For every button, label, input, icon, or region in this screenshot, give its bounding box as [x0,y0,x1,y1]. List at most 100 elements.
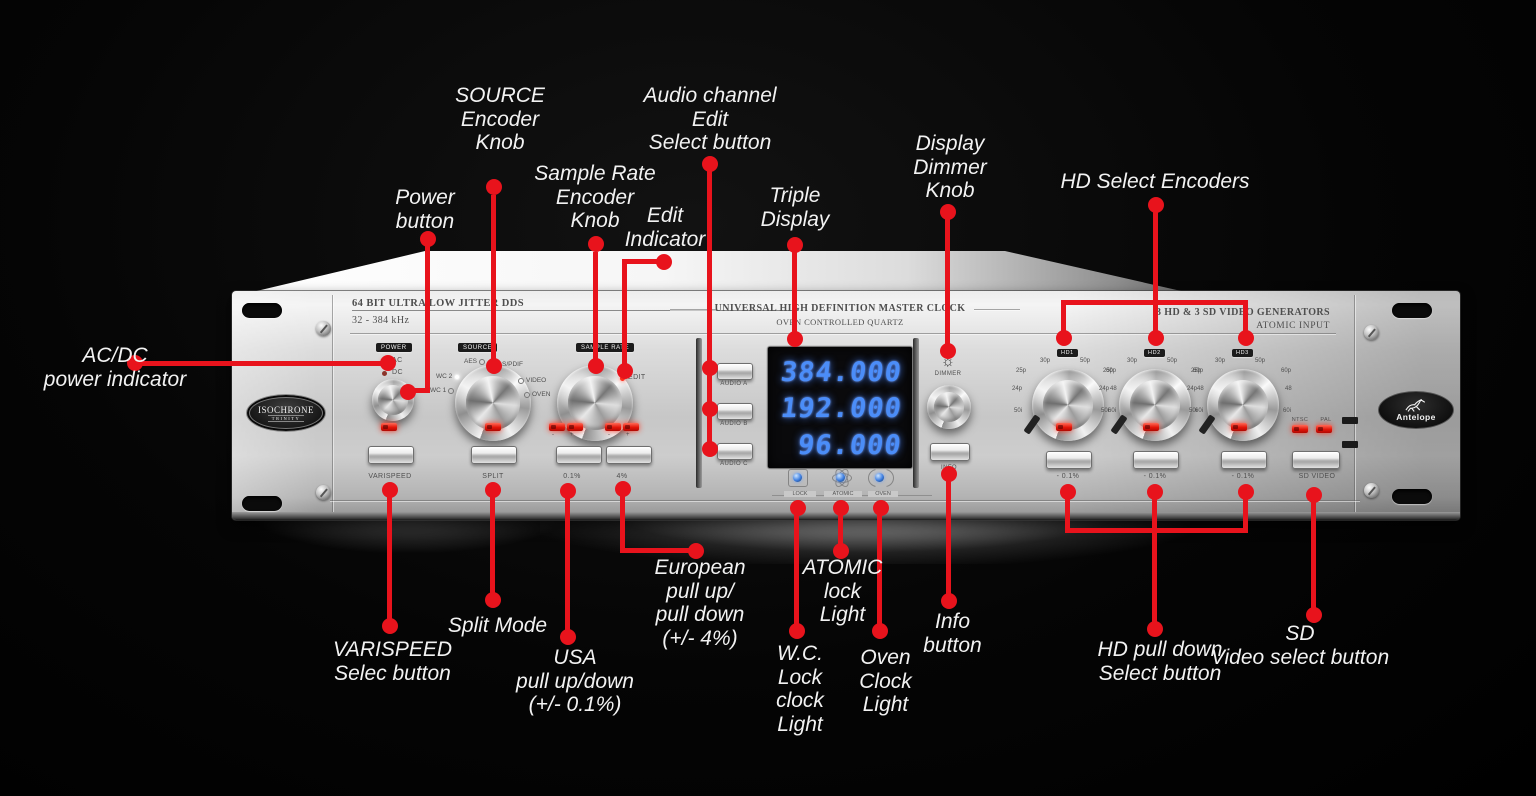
rate-label: 25p [1103,368,1114,374]
hd3-pull-label: - 0.1% [1231,473,1255,480]
audio-c-button[interactable] [717,443,753,460]
usa-pull-minus-led [549,423,565,431]
callout-dot [702,441,718,457]
panel-bottom-edge [232,512,1460,520]
power-section-label: POWER [376,343,412,352]
callout-dot [560,483,576,499]
callout-dot [1238,484,1254,500]
device-front-panel: ISOCHRONE TRINITY 64 BIT ULTRA LOW JITTE… [232,291,1460,520]
hd2-tag: HD2 [1144,349,1165,357]
info-button[interactable] [930,443,970,461]
source-option-wc1: WC 1 [430,387,455,394]
screw [1364,483,1379,498]
callout-line [622,259,627,371]
callout-source-encoder-knob: SOURCE Encoder Knob [455,84,545,155]
atomic-label: ATOMIC [824,491,862,497]
varispeed-button[interactable] [368,446,414,464]
hd3-pulldown-button[interactable] [1221,451,1267,469]
rate-label: 60i [1283,408,1292,414]
sd-video-button[interactable] [1292,451,1340,469]
rate-label: 50p [1167,358,1178,364]
callout-line [945,218,950,352]
split-button[interactable] [471,446,517,464]
varispeed-led [381,423,397,431]
callout-hd-pulldown-select-button: HD pull down Select button [1097,638,1223,685]
rate-label: 60p [1281,368,1292,374]
callout-dot [560,629,576,645]
callout-line [406,388,430,393]
callout-line [946,478,951,600]
callout-sample-rate-encoder-knob: Sample Rate Encoder Knob [534,162,656,233]
callout-line [140,361,388,366]
rate-label: 60i [1108,408,1117,414]
audio-c-label: AUDIO C [720,461,748,467]
dimmer-knob[interactable] [927,385,971,429]
hd3-pull-led [1231,423,1247,431]
rack-mount-hole [242,303,282,318]
callout-line [387,494,392,626]
triple-display: 384.000 192.000 96.000 [768,347,912,468]
callout-line [1152,528,1157,628]
display-row-3: 96.000 [796,430,904,461]
callout-dot [941,466,957,482]
varispeed-label: VARISPEED [368,473,412,480]
edit-label: EDIT [628,374,646,381]
hd2-pulldown-button[interactable] [1133,451,1179,469]
callout-dot [1060,484,1076,500]
callout-dot [702,401,718,417]
callout-line [620,493,625,553]
rate-label: 50i [1014,408,1023,414]
audio-a-label: AUDIO A [720,381,748,387]
callout-dot [420,231,436,247]
rack-mount-hole [1392,303,1432,318]
rate-label: 50i [1101,408,1110,414]
rate-label: 24p [1099,386,1110,392]
panel-left-subtitle: 32 - 384 kHz [352,315,410,326]
callout-dot [1238,330,1254,346]
ntsc-led [1292,425,1308,433]
audio-a-button[interactable] [717,363,753,380]
usa-pull-plus-led [567,423,583,431]
callout-line [593,252,598,367]
callout-line [707,170,712,451]
hd1-pull-label: - 0.1% [1056,473,1080,480]
euro-pull-button[interactable] [606,446,652,464]
callout-line [1243,300,1248,338]
callout-dot [486,179,502,195]
callout-line [1153,212,1158,305]
atomic-globe [836,473,845,482]
minus-sign: - [552,432,555,438]
callout-dot [382,482,398,498]
floor-glow [540,512,1190,564]
badge-subtitle: TRINITY [267,414,305,422]
callout-line [792,251,797,340]
audio-b-button[interactable] [717,403,753,420]
callout-line [877,512,882,630]
hd1-tag: HD1 [1057,349,1078,357]
badge-title: ISOCHRONE [257,404,314,415]
sd-video-label: SD VIDEO [1298,473,1336,480]
split-led [485,423,501,431]
callout-dot [872,623,888,639]
callout-dot [1148,197,1164,213]
usa-pull-button[interactable] [556,446,602,464]
callout-line [1061,300,1066,338]
rate-label: 24p [1187,386,1198,392]
panel-right-subtitle: ATOMIC INPUT [1256,321,1330,331]
hd1-pulldown-button[interactable] [1046,451,1092,469]
hd2-pull-led [1143,423,1159,431]
display-row-1: 384.000 [779,357,904,388]
callout-usa-pull-up-down: USA pull up/down (+/- 0.1%) [516,646,634,717]
callout-line [838,512,843,550]
isochrone-trinity-badge: ISOCHRONE TRINITY [246,394,326,432]
callout-display-dimmer-knob: Display Dimmer Knob [913,132,987,203]
panel-right-title: 3 HD & 3 SD VIDEO GENERATORS [1155,307,1330,318]
rack-mount-hole [242,496,282,511]
callout-dot [688,543,704,559]
callout-dot [127,355,143,371]
callout-dot [1306,487,1322,503]
dc-led [382,371,387,376]
rate-label: 60p [1106,368,1117,374]
callout-hd-select-encoders: HD Select Encoders [1060,170,1250,193]
lock-globe [793,473,802,482]
